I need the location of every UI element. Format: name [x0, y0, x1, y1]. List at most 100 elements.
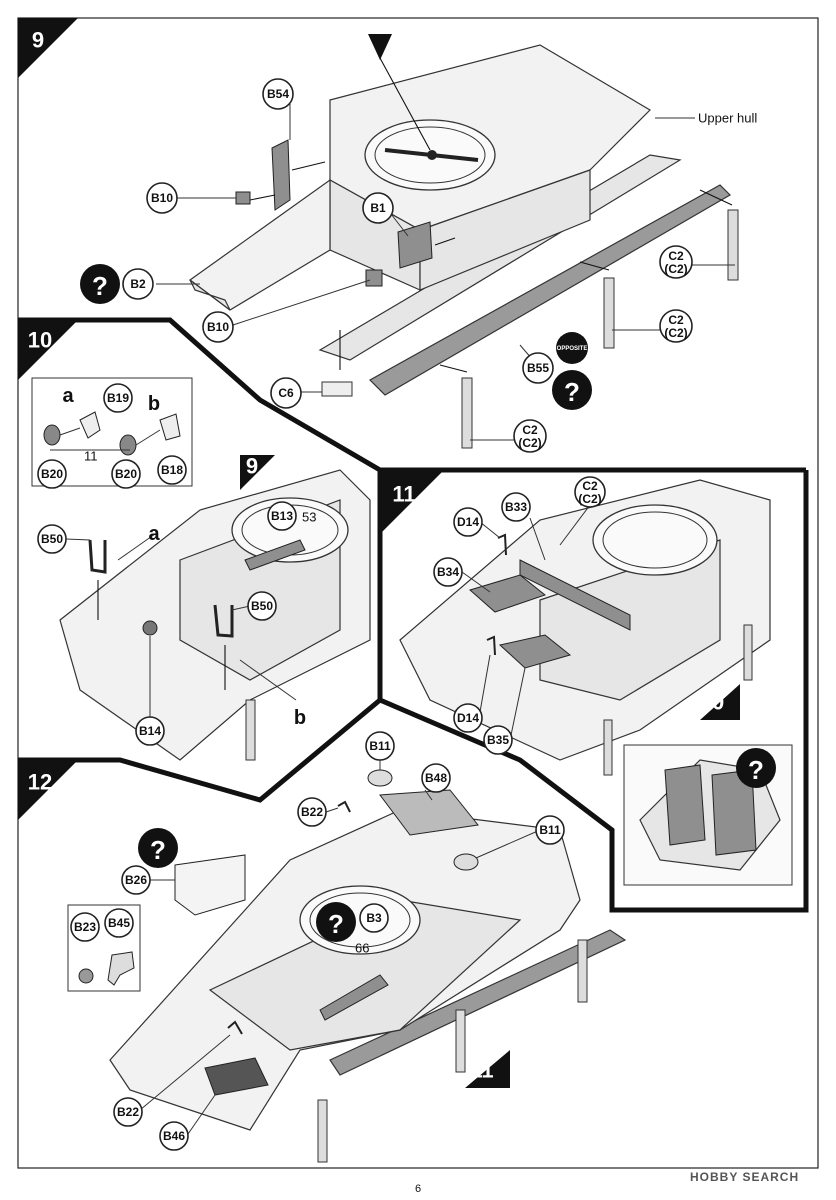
svg-text:OPPOSITE: OPPOSITE [557, 346, 588, 352]
part-b3 [319, 974, 389, 1021]
svg-text:B46: B46 [163, 1129, 185, 1143]
part-b33 [519, 559, 631, 631]
callout-d14-top: D14 [453, 507, 483, 537]
svg-text:B3: B3 [366, 911, 382, 925]
upper-hull-label: Upper hull [698, 111, 757, 126]
svg-text:B22: B22 [301, 805, 323, 819]
callout-b22-bottom: B22 [113, 1097, 143, 1127]
svg-text:(C2): (C2) [578, 492, 601, 506]
question-icon-inset: ? [736, 748, 776, 788]
svg-text:C2: C2 [582, 479, 598, 493]
callout-b20-2: B20 [111, 459, 141, 489]
sprue-number-53: 53 [302, 510, 316, 525]
svg-text:B55: B55 [527, 361, 549, 375]
callout-c2-3: C2(C2) [513, 419, 547, 453]
part-b20-a [43, 424, 61, 446]
callout-b34: B34 [433, 557, 463, 587]
svg-text:B2: B2 [130, 277, 146, 291]
svg-text:B10: B10 [151, 191, 173, 205]
question-icon-b26: ? [138, 828, 178, 868]
part-b22-bottom [227, 1020, 243, 1035]
callout-b50-left: B50 [37, 524, 67, 554]
part-b19 [79, 411, 101, 439]
page-number: 6 [414, 1183, 422, 1195]
svg-text:C2: C2 [668, 313, 684, 327]
svg-text:B34: B34 [437, 565, 459, 579]
part-b46 [204, 1057, 269, 1096]
part-b10-small [235, 191, 251, 205]
part-b11-left [367, 769, 393, 787]
part-d14-bottom [486, 635, 496, 656]
ref-step11-marker [465, 1050, 510, 1088]
svg-text:B13: B13 [271, 509, 293, 523]
svg-text:B26: B26 [125, 873, 147, 887]
svg-text:B14: B14 [139, 724, 161, 738]
add-part-marker-icon [368, 34, 392, 60]
step-9-badge: 9 [18, 18, 78, 78]
svg-text:B20: B20 [115, 467, 137, 481]
ref-step10-number: 10 [700, 690, 724, 715]
callout-b54: B54 [262, 78, 294, 110]
sprue-number-11: 11 [84, 449, 98, 464]
svg-text:B45: B45 [108, 916, 130, 930]
callout-b50-right: B50 [247, 591, 277, 621]
svg-text:C2: C2 [522, 423, 538, 437]
callout-c2-step11: C2(C2) [574, 476, 606, 508]
part-b10-lower [365, 269, 383, 287]
svg-text:C6: C6 [278, 386, 294, 400]
part-b45 [107, 951, 135, 986]
callout-d14-bottom: D14 [453, 703, 483, 733]
svg-text:B20: B20 [41, 467, 63, 481]
svg-text:B22: B22 [117, 1105, 139, 1119]
part-b23 [78, 968, 94, 984]
svg-text:B23: B23 [74, 920, 96, 934]
callout-c6: C6 [270, 377, 302, 409]
page-frame [17, 17, 819, 1169]
callout-b48: B48 [421, 763, 451, 793]
svg-text:(C2): (C2) [518, 436, 541, 450]
ref-step10-marker [700, 684, 740, 720]
ref-step9-number: 9 [246, 454, 258, 479]
ref-step11-number: 11 [470, 1058, 493, 1083]
step-12-number: 12 [28, 770, 52, 795]
callout-b3: B3 [359, 903, 389, 933]
svg-text:C2: C2 [668, 249, 684, 263]
svg-text:D14: D14 [457, 515, 479, 529]
callout-b55: B55 [522, 352, 554, 384]
part-b26 [174, 854, 246, 916]
side-plate-b55 [369, 184, 731, 396]
svg-text:B10: B10 [207, 320, 229, 334]
question-icon-b55: ? [552, 370, 592, 410]
step-10-hull-drawing [59, 469, 371, 761]
sprue-number-66: 66 [355, 941, 369, 956]
callout-b46: B46 [159, 1121, 189, 1151]
step10-b-label: b [294, 707, 306, 729]
svg-text:B11: B11 [539, 823, 561, 837]
callout-b14: B14 [135, 716, 165, 746]
inset-part-plate-1 [664, 764, 706, 846]
part-b35 [498, 634, 572, 669]
step10-a-label: a [148, 523, 160, 545]
step-9-hull-drawing [156, 38, 739, 449]
callout-b22-top: B22 [297, 797, 327, 827]
svg-text:(C2): (C2) [664, 326, 687, 340]
callout-b18: B18 [157, 455, 187, 485]
svg-text:B1: B1 [370, 201, 386, 215]
part-c2-3 [461, 377, 473, 449]
svg-text:?: ? [748, 755, 764, 785]
svg-text:B50: B50 [41, 532, 63, 546]
step-9-number: 9 [32, 28, 44, 53]
callout-b33: B33 [501, 492, 531, 522]
part-b50-a [88, 539, 107, 574]
callout-b11-right: B11 [535, 815, 565, 845]
subassembly-b-label: b [148, 393, 160, 415]
callout-b10-top: B10 [146, 182, 178, 214]
part-c6 [321, 381, 353, 397]
step-11-badge: 11 [382, 472, 442, 532]
step-12-badge: 12 [18, 760, 78, 820]
svg-text:?: ? [328, 909, 344, 939]
question-icon-step9: ? [80, 264, 120, 304]
svg-text:D14: D14 [457, 711, 479, 725]
part-b14 [142, 620, 158, 636]
